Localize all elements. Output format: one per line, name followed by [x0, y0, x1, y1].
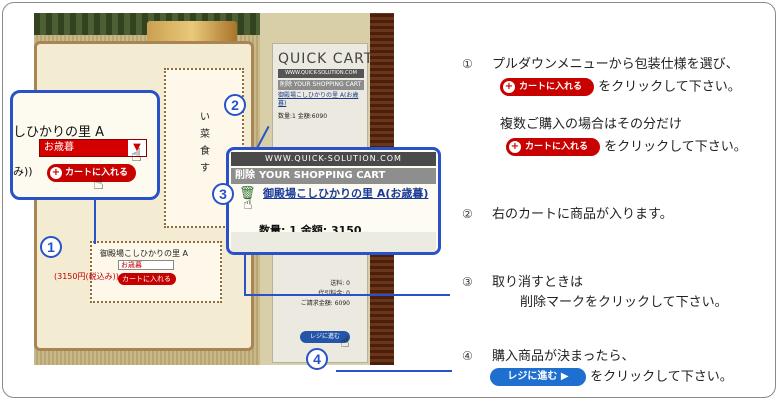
marker-1: 1 [40, 236, 62, 258]
cart-header: 削除 YOUR SHOPPING CART [231, 168, 436, 184]
checkout-button[interactable]: レジに進む ▶ [490, 368, 586, 386]
step-3: ③ 取り消すときは [462, 274, 583, 291]
zoom-callout-select: しひかりの里 A お歳暮 ▼ み)) +カートに入れる ☝ ☝ [10, 90, 160, 200]
cart-button-label: カートに入れる [519, 82, 583, 92]
add-to-cart-button[interactable]: + カートに入れる [506, 138, 600, 156]
chevron-down-icon[interactable]: ▼ [128, 140, 146, 156]
step-3-text2: 削除マークをクリックして下さい。 [520, 295, 728, 310]
pointer-hand-icon: ☝ [131, 145, 142, 166]
step-1-action: + カートに入れる をクリックして下さい。 [500, 78, 741, 96]
connector-line [336, 370, 452, 372]
step-1b-action: + カートに入れる をクリックして下さい。 [506, 138, 747, 156]
gold-ornament [147, 21, 237, 43]
cart-button-label: カートに入れる [65, 168, 129, 178]
step-3-line2: 削除マークをクリックして下さい。 [520, 294, 728, 311]
mini-checkout-button[interactable]: レジに進む [300, 331, 350, 343]
step-4: ④ 購入商品が決まったら、 [462, 348, 634, 365]
trash-icon[interactable]: 🗑 [239, 186, 256, 201]
pointer-hand-icon: ☝ [340, 332, 350, 351]
step-3-number: ③ [462, 275, 473, 289]
add-to-cart-button[interactable]: + カートに入れる [500, 78, 594, 96]
step-1-text: プルダウンメニューから包装仕様を選び、 [492, 57, 739, 72]
step-1b-text: 複数ご購入の場合はその分だけ [500, 117, 683, 132]
step-1b-suffix: をクリックして下さい。 [604, 139, 747, 155]
connector-line [244, 218, 246, 296]
mini-wrap-select[interactable]: お歳暮 [118, 260, 174, 270]
connector-line [94, 198, 96, 244]
step-1b: 複数ご購入の場合はその分だけ [500, 116, 682, 133]
product-name: しひかりの里 A [13, 125, 105, 140]
delete-column-label: 削除 [235, 170, 255, 181]
step-4-number: ④ [462, 349, 473, 363]
quick-cart-totals: 送料: 0 代引料金: 0 ご請求金額: 6090 [300, 280, 350, 307]
quick-cart-qty: 数量:1 金額:6090 [278, 113, 328, 120]
quick-cart-url: WWW.QUICK-SOLUTION.COM [278, 69, 364, 78]
cart-header-title: YOUR SHOPPING CART [259, 170, 386, 181]
pointer-hand-icon: ☝ [93, 173, 104, 194]
step-3-text: 取り消すときは [492, 275, 584, 290]
select-value: お歳暮 [44, 142, 74, 153]
quick-cart-item[interactable]: 御殿場こしひかりの里 A(お歳暮) [278, 92, 359, 107]
marker-4: 4 [306, 348, 328, 370]
cart-url: WWW.QUICK-SOLUTION.COM [231, 152, 436, 166]
step-2-number: ② [462, 207, 473, 221]
quick-cart-header: 削除 YOUR SHOPPING CART [278, 80, 364, 90]
step-2-text: 右のカートに商品が入ります。 [492, 207, 673, 222]
mini-add-to-cart-button[interactable]: カートに入れる [118, 273, 176, 285]
quick-cart-title: QUICK CART [278, 51, 374, 67]
vertical-text: い 菜 食 す [200, 112, 210, 174]
marker-3: 3 [212, 183, 234, 205]
mini-product-name: 御殿場こしひかりの里 A [100, 249, 189, 258]
product-order-box [90, 241, 222, 303]
plus-icon: + [509, 141, 521, 153]
step-1: ① プルダウンメニューから包装仕様を選び、 [462, 56, 739, 73]
step-4-text: 購入商品が決まったら、 [492, 349, 635, 364]
plus-icon: + [503, 81, 515, 93]
mini-price: (3150円(税込み)) [54, 272, 119, 281]
step-1-number: ① [462, 57, 473, 71]
marker-2: 2 [224, 94, 246, 116]
cart-item-link[interactable]: 御殿場こしひかりの里 A(お歳暮) [263, 187, 429, 200]
step-1-suffix: をクリックして下さい。 [598, 79, 741, 95]
wrap-select[interactable]: お歳暮 ▼ [39, 139, 147, 157]
step-4-action: レジに進む ▶ をクリックして下さい。 [490, 368, 733, 386]
pointer-hand-icon: ☝ [243, 194, 253, 213]
add-to-cart-button[interactable]: +カートに入れる [47, 164, 137, 182]
cart-button-label: カートに入れる [525, 142, 589, 152]
plus-icon: + [50, 167, 62, 179]
cart-footer [231, 232, 436, 252]
zoom-callout-cart: WWW.QUICK-SOLUTION.COM 削除 YOUR SHOPPING C… [226, 147, 441, 255]
connector-line [244, 294, 450, 296]
price-fragment: み)) [13, 165, 33, 178]
step-4-suffix: をクリックして下さい。 [590, 369, 733, 385]
step-2: ② 右のカートに商品が入ります。 [462, 206, 673, 223]
